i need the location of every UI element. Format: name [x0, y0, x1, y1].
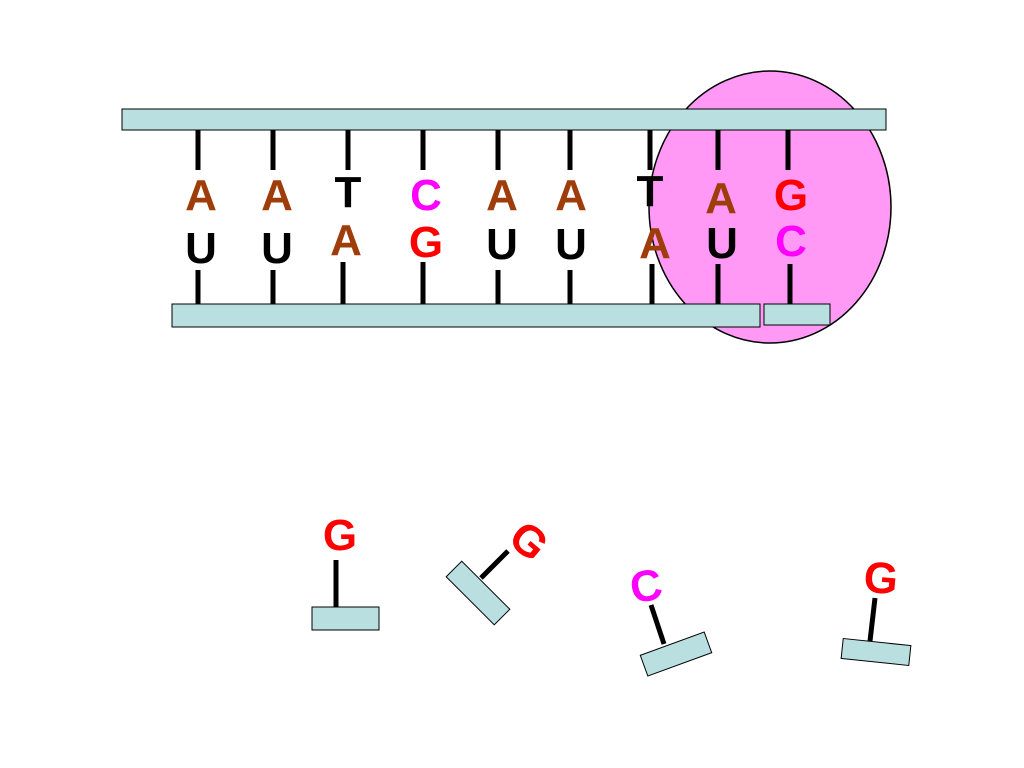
free-nucleotide: G: [445, 512, 558, 626]
dna-base: A: [261, 171, 293, 220]
dna-bases: A A T C A A T A G: [185, 167, 808, 223]
rna-base: U: [261, 224, 293, 273]
rna-bases: U U A G U U A U C: [185, 216, 807, 273]
rna-backbone: [171, 303, 761, 328]
free-nucleotide: C: [626, 560, 713, 677]
dna-base: A: [486, 171, 518, 220]
free-nucleotide: G: [840, 553, 912, 667]
free-nucleotide-bond: [648, 604, 667, 645]
rna-base: C: [775, 217, 807, 266]
dna-base: C: [410, 171, 442, 220]
free-nucleotide-bond: [479, 549, 510, 580]
rna-bonds: [195, 262, 793, 304]
rna-base: A: [330, 216, 362, 265]
dna-base: A: [555, 171, 587, 220]
rna-base: A: [639, 219, 671, 268]
rna-polymerase-bubble: [648, 70, 892, 344]
dna-bonds: [195, 130, 791, 170]
rna-base: U: [486, 220, 518, 269]
free-nucleotide-base: G: [862, 553, 900, 605]
free-nucleotide-backbone: [840, 637, 912, 667]
free-nucleotide-backbone: [311, 606, 380, 631]
rna-base: U: [555, 220, 587, 269]
free-nucleotide-base: G: [323, 511, 357, 560]
free-nucleotide-backbone: [639, 631, 713, 677]
rna-base: U: [706, 219, 738, 268]
free-nucleotide-base: G: [500, 512, 558, 572]
dna-base: A: [185, 171, 217, 220]
dna-base: T: [335, 168, 362, 217]
rna-backbone-new-segment: [763, 303, 831, 326]
rna-base: U: [185, 224, 217, 273]
dna-base: G: [774, 171, 808, 220]
free-nucleotide-base: C: [626, 560, 666, 614]
free-nucleotide-backbone: [445, 560, 511, 626]
dna-base: T: [637, 167, 664, 216]
dna-backbone: [121, 108, 887, 131]
rna-base: G: [409, 218, 443, 267]
free-nucleotide: G: [311, 511, 380, 631]
free-nucleotide-bond: [867, 597, 878, 642]
dna-base: A: [705, 174, 737, 223]
